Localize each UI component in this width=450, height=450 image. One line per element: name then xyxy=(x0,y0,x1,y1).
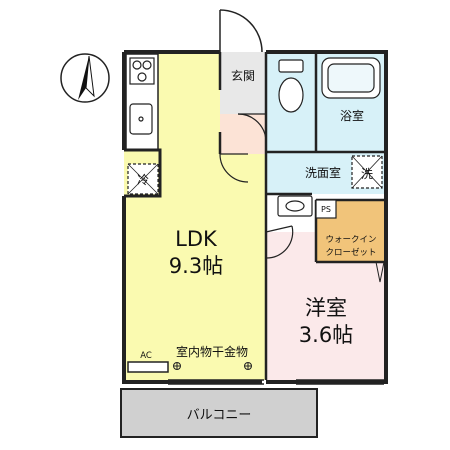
fridge-icon: 冷 xyxy=(127,163,159,195)
drying-rack-label: 室内物干金物 xyxy=(176,344,248,359)
closet-label-line1: ウォークイン xyxy=(325,235,376,245)
western-room-size: 3.6帖 xyxy=(299,323,353,347)
svg-text:洗: 洗 xyxy=(361,167,373,181)
entrance-door-icon xyxy=(219,9,263,53)
hallway-floor xyxy=(220,114,266,154)
ldk-size: 9.3帖 xyxy=(169,254,223,278)
air-conditioner-icon xyxy=(127,361,169,373)
balcony-label: バルコニー xyxy=(187,408,252,423)
sink-icon xyxy=(129,103,153,135)
kitchen-counter xyxy=(125,53,159,151)
bathroom-label: 浴室 xyxy=(340,108,364,123)
western-room-name: 洋室 xyxy=(305,296,347,320)
bathtub-icon xyxy=(321,57,381,99)
washroom-label: 洗面室 xyxy=(305,165,341,180)
balcony-sliding-door xyxy=(168,379,384,385)
wash-basin-icon xyxy=(277,195,313,217)
drying-rack-hook-icon xyxy=(173,362,252,370)
washer-icon: 洗 xyxy=(351,155,383,189)
fridge-wall-segment xyxy=(124,148,162,198)
stove-icon xyxy=(129,57,155,85)
svg-text:冷: 冷 xyxy=(137,173,149,187)
north-arrow-icon xyxy=(60,53,110,103)
toilet-icon xyxy=(278,59,304,113)
closet-door-icon xyxy=(375,261,385,283)
ps-label: PS xyxy=(321,205,331,214)
ac-label: AC xyxy=(140,351,152,361)
walls xyxy=(122,50,388,384)
ps-box xyxy=(315,199,337,219)
ldk-name: LDK xyxy=(175,227,218,251)
entrance-label: 玄関 xyxy=(231,68,255,83)
hall-door-icon xyxy=(219,113,294,259)
entrance-floor xyxy=(220,52,266,114)
closet-label-line2: クローゼット xyxy=(325,247,376,258)
balcony xyxy=(120,388,318,438)
